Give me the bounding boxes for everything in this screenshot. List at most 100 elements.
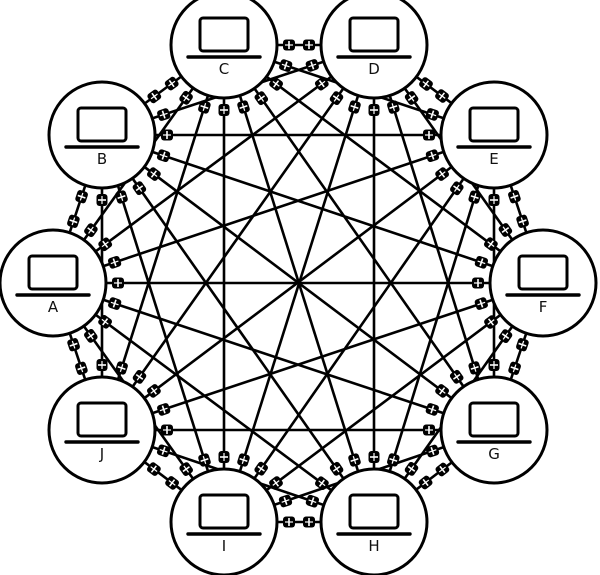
connector-icon bbox=[368, 104, 380, 116]
connector-icon bbox=[237, 453, 250, 467]
node-C: C bbox=[169, 0, 279, 100]
connector-icon bbox=[329, 461, 344, 476]
connector-icon bbox=[179, 90, 193, 105]
laptop-icon bbox=[505, 254, 581, 297]
connector-icon bbox=[508, 190, 521, 204]
connector-icon bbox=[418, 475, 433, 490]
connector-icon bbox=[484, 315, 498, 329]
node-label: G bbox=[488, 445, 500, 463]
laptop-icon bbox=[456, 106, 532, 149]
laptop-icon bbox=[456, 401, 532, 444]
connector-icon bbox=[198, 100, 211, 114]
link-E-J bbox=[101, 133, 495, 432]
connector-icon bbox=[156, 444, 171, 458]
node-D: D bbox=[319, 0, 429, 100]
connector-icon bbox=[498, 223, 513, 237]
connector-icon bbox=[84, 329, 98, 343]
node-J: J bbox=[47, 375, 157, 485]
node-I: I bbox=[169, 467, 279, 575]
node-circle bbox=[488, 228, 598, 338]
node-F: F bbox=[488, 228, 598, 338]
node-circle bbox=[169, 467, 279, 575]
connector-icon bbox=[84, 223, 98, 238]
laptop-icon bbox=[186, 493, 262, 536]
connector-icon bbox=[67, 214, 80, 228]
connector-icon bbox=[508, 361, 521, 375]
link-D-J bbox=[100, 44, 376, 431]
link-D-I bbox=[222, 44, 376, 523]
laptop-icon bbox=[186, 16, 262, 59]
node-label: C bbox=[219, 60, 229, 78]
laptop-icon bbox=[15, 254, 91, 297]
connector-icon bbox=[75, 190, 88, 204]
connector-icon bbox=[516, 338, 529, 352]
connector-icon bbox=[450, 181, 464, 196]
connector-icon bbox=[303, 39, 315, 51]
connector-icon bbox=[179, 462, 193, 476]
node-circle bbox=[439, 80, 549, 190]
connector-icon bbox=[198, 453, 211, 467]
connector-icon bbox=[435, 167, 450, 181]
connector-icon bbox=[254, 461, 268, 476]
node-label: F bbox=[539, 298, 548, 316]
laptop-icon bbox=[64, 401, 140, 444]
connector-icon bbox=[449, 369, 464, 384]
node-circle bbox=[169, 0, 279, 100]
connector-icon bbox=[269, 77, 283, 91]
connector-icon bbox=[387, 453, 400, 467]
node-label: H bbox=[368, 537, 379, 555]
node-label: I bbox=[222, 537, 226, 555]
connector-icon bbox=[115, 361, 128, 375]
connector-icon bbox=[146, 384, 161, 398]
connector-icon bbox=[423, 129, 435, 141]
connector-icon bbox=[96, 359, 108, 371]
connector-icon bbox=[254, 91, 269, 106]
connector-icon bbox=[314, 76, 329, 91]
connector-icon bbox=[146, 167, 161, 181]
node-label: B bbox=[97, 150, 107, 168]
connector-icon bbox=[468, 190, 481, 204]
link-A-G bbox=[52, 281, 495, 432]
connector-icon bbox=[368, 451, 380, 463]
connector-icon bbox=[348, 100, 361, 114]
laptop-icon bbox=[336, 493, 412, 536]
link-E-I bbox=[222, 134, 496, 523]
connector-icon bbox=[218, 104, 230, 116]
node-circle bbox=[47, 375, 157, 485]
node-circle bbox=[47, 80, 157, 190]
node-B: B bbox=[47, 80, 157, 190]
node-circle bbox=[319, 0, 429, 100]
connector-icon bbox=[423, 424, 435, 436]
connector-icon bbox=[488, 194, 500, 206]
connector-icon bbox=[112, 277, 124, 289]
connector-icon bbox=[164, 76, 179, 91]
connector-icon bbox=[305, 494, 320, 508]
connector-icon bbox=[404, 91, 419, 105]
node-circle bbox=[0, 228, 108, 338]
connector-icon bbox=[488, 359, 500, 371]
node-label: E bbox=[489, 150, 498, 168]
connector-icon bbox=[132, 370, 147, 384]
connector-icon bbox=[435, 462, 450, 477]
connector-icon bbox=[425, 149, 440, 163]
connector-icon bbox=[157, 403, 171, 416]
laptop-icon bbox=[64, 106, 140, 149]
connector-icon bbox=[161, 424, 173, 436]
connector-icon bbox=[115, 190, 128, 204]
connector-icon bbox=[404, 462, 419, 476]
connector-icon bbox=[425, 403, 439, 416]
node-E: E bbox=[439, 80, 549, 190]
connector-icon bbox=[472, 277, 484, 289]
node-label: D bbox=[368, 60, 380, 78]
node-label: A bbox=[48, 298, 59, 316]
connector-icon bbox=[146, 462, 161, 476]
connector-icon bbox=[283, 516, 295, 528]
connector-icon bbox=[157, 108, 171, 121]
connector-icon bbox=[147, 89, 162, 104]
connector-icon bbox=[237, 100, 250, 114]
connector-icon bbox=[165, 476, 180, 490]
connector-markers bbox=[67, 39, 529, 528]
connector-icon bbox=[387, 100, 400, 114]
connector-icon bbox=[108, 297, 122, 310]
connector-icon bbox=[484, 237, 498, 251]
